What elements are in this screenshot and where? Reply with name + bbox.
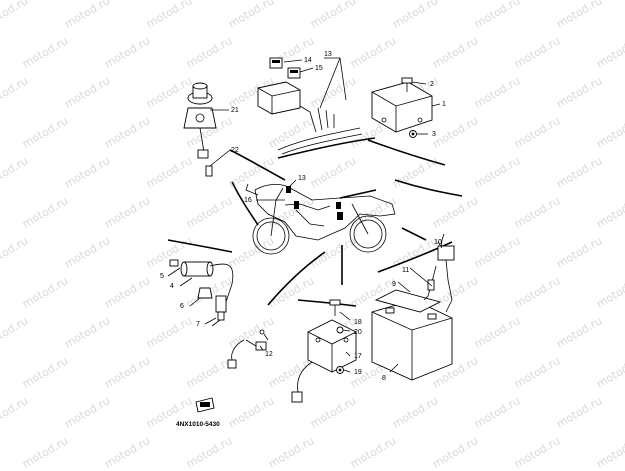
diagram-tag: [195, 397, 215, 413]
callout-20: 20: [354, 329, 362, 336]
control-unit-box: [371, 81, 433, 133]
small-relays: [269, 57, 301, 79]
callout-10: 10: [434, 239, 442, 246]
callout-8: 8: [382, 375, 386, 382]
battery-assembly: [371, 233, 455, 381]
callout-7: 7: [196, 321, 200, 328]
callout-5: 5: [160, 273, 164, 280]
callout-2: 2: [430, 81, 434, 88]
rectifier-regulator: [291, 299, 357, 403]
leader-lines: [167, 57, 443, 373]
relay-unit: [257, 81, 311, 115]
callout-12: 12: [265, 351, 273, 358]
callout-21: 21: [231, 107, 239, 114]
sensor-harness: [227, 329, 269, 369]
callout-14: 14: [304, 57, 312, 64]
main-switch: [183, 82, 217, 177]
section-dividers: [167, 137, 463, 307]
callout-4: 4: [170, 283, 174, 290]
diagram-code: 4NX1010-5430: [176, 421, 220, 428]
wire-harness-upper: [277, 107, 363, 155]
callout-22: 22: [231, 147, 239, 154]
callout-17: 17: [354, 353, 362, 360]
callout-18: 18: [354, 319, 362, 326]
callout-13-upper: 13: [324, 51, 332, 58]
callout-19: 19: [354, 369, 362, 376]
callout-1: 1: [442, 101, 446, 108]
callout-16: 16: [244, 197, 252, 204]
callout-3: 3: [432, 131, 436, 138]
callout-13-lower: 13: [298, 175, 306, 182]
callout-11: 11: [402, 267, 409, 274]
callout-labels: 1 2 3 4 5 6 7 8 9 10 11 12 13 13 14 15 1…: [160, 51, 446, 428]
callout-15: 15: [315, 65, 323, 72]
ignition-coil: [169, 259, 234, 327]
callout-6: 6: [180, 303, 184, 310]
motorcycle-outline: [245, 183, 396, 255]
screws-top-right: [401, 77, 417, 138]
callout-9: 9: [392, 281, 396, 288]
